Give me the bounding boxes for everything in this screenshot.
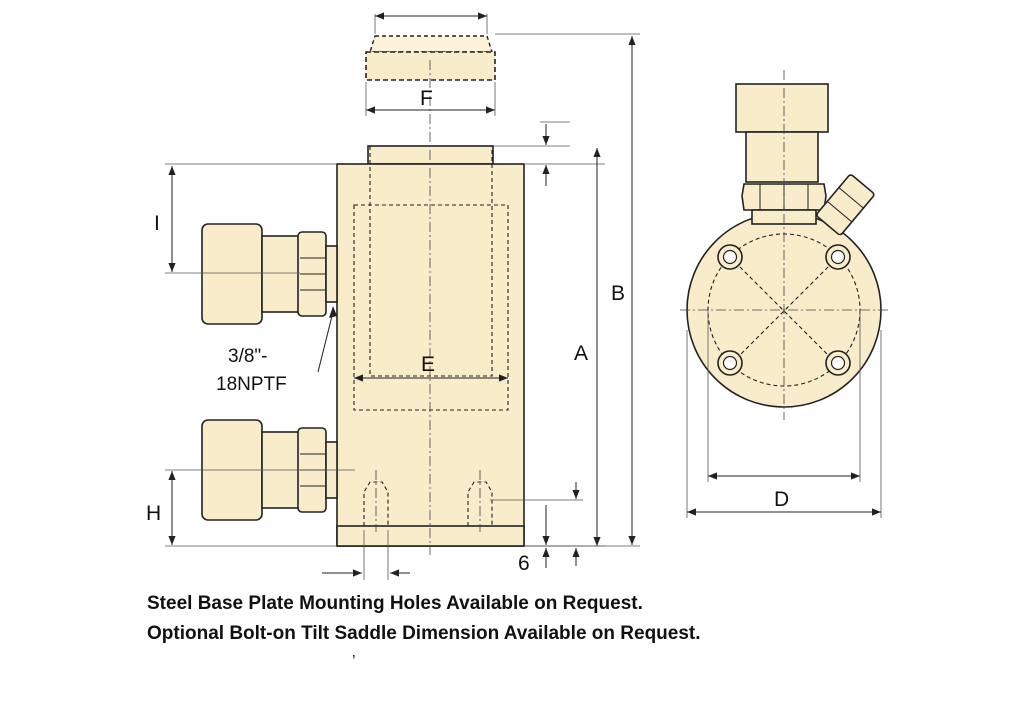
- dimension-hole-offset: [322, 530, 410, 580]
- upper-coupler: [201, 223, 338, 325]
- bolt-bottom-left: [717, 350, 743, 376]
- label-a: A: [574, 342, 588, 365]
- dimension-h: H: [146, 469, 355, 547]
- cylinder-side-view: [680, 70, 890, 420]
- thread-label-line1: 3/8"-: [228, 346, 267, 367]
- label-f: F: [420, 87, 433, 110]
- dimension-f-top: [374, 12, 488, 34]
- label-b: B: [611, 282, 625, 305]
- cylinder-body-front: [336, 60, 525, 555]
- dimension-bolt-circle: [707, 310, 861, 482]
- bolt-top-right: [825, 244, 851, 270]
- stray-mark: ’: [352, 653, 356, 670]
- label-e: E: [421, 353, 435, 376]
- saddle-detail: [365, 35, 496, 81]
- dimension-e: E: [354, 353, 508, 382]
- dimension-i: I: [154, 163, 337, 274]
- bolt-top-left: [717, 244, 743, 270]
- dimension-d: D: [686, 330, 882, 518]
- dimension-f: F: [365, 82, 496, 116]
- dimension-6: 6: [490, 482, 583, 575]
- dimension-stroke-top: [493, 121, 570, 186]
- thread-callout: 3/8"- 18NPTF: [216, 306, 337, 395]
- note-base-plate: Steel Base Plate Mounting Holes Availabl…: [147, 593, 643, 614]
- dimension-a: A: [524, 148, 605, 547]
- note-tilt-saddle: Optional Bolt-on Tilt Saddle Dimension A…: [147, 623, 701, 644]
- label-h: H: [146, 502, 161, 525]
- bolt-bottom-right: [825, 350, 851, 376]
- label-6: 6: [518, 552, 530, 575]
- label-i: I: [154, 212, 160, 235]
- label-d: D: [774, 488, 789, 511]
- thread-label-line2: 18NPTF: [216, 374, 287, 395]
